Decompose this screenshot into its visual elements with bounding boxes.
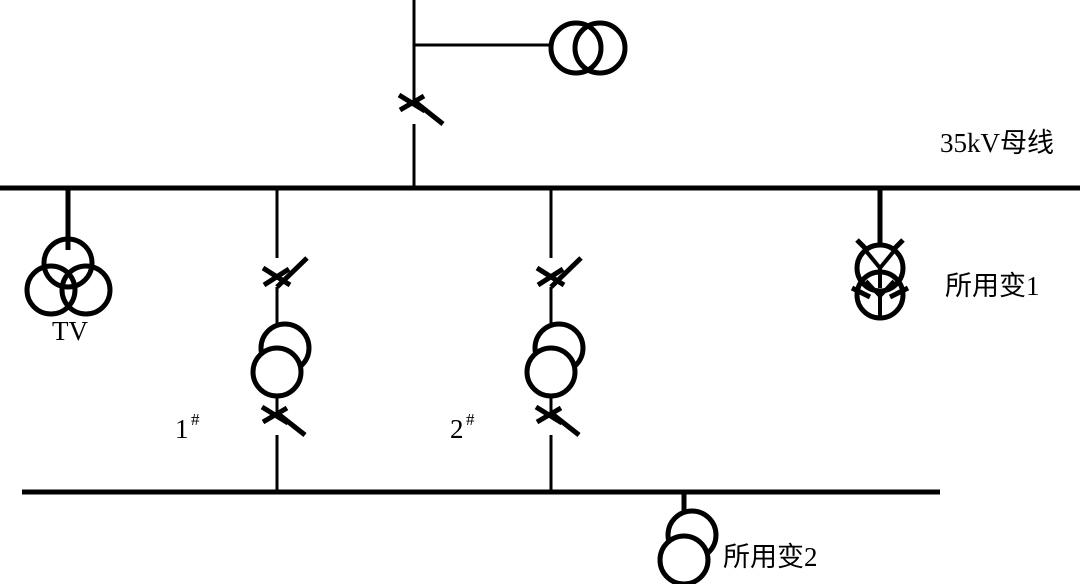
- wye-upper-left: [864, 249, 882, 270]
- label-station-transformer-1: 所用变1: [945, 271, 1040, 301]
- label-feeder-2-number: 2: [450, 414, 464, 444]
- voltage-transformer-icon: [24, 236, 113, 317]
- label-tv: TV: [52, 316, 88, 346]
- switch-cross-b: [536, 266, 565, 288]
- wye-lower-left: [864, 279, 882, 298]
- disconnect-switch-feeder-1-lower[interactable]: [260, 404, 307, 437]
- label-feeder-1-number: 1: [175, 414, 189, 444]
- feeder-2-branch: [524, 188, 586, 494]
- label-feeder-1: 1 #: [175, 410, 200, 444]
- disconnect-switch-feeder-2-upper[interactable]: [535, 256, 583, 289]
- wye-upper-right: [878, 249, 896, 270]
- switch-cross-b: [398, 93, 426, 113]
- disconnect-switch-incoming[interactable]: [397, 92, 445, 126]
- feeder-1-transformer-icon: [250, 321, 312, 399]
- disconnect-switch-feeder-1-upper[interactable]: [261, 256, 309, 289]
- station-transformer-1-branch: [850, 188, 910, 321]
- label-station-transformer-2: 所用变2: [723, 542, 818, 572]
- wye-lower-right: [878, 279, 896, 298]
- current-transformer-icon: [548, 20, 628, 76]
- feeder-1-branch: [250, 188, 312, 494]
- label-feeder-2: 2 #: [450, 410, 475, 444]
- station-transformer-2-branch: [657, 492, 719, 584]
- switch-cross-b: [261, 405, 289, 425]
- label-feeder-2-hash: #: [466, 410, 475, 429]
- station-transformer-2-icon: [657, 508, 719, 584]
- label-feeder-1-hash: #: [191, 410, 200, 429]
- station-transformer-1-icon: [850, 238, 910, 321]
- winding-tap-lr: [888, 285, 910, 300]
- switch-cross-b: [262, 266, 291, 288]
- disconnect-switch-feeder-2-lower[interactable]: [534, 404, 581, 437]
- voltage-transformer-branch: [24, 188, 113, 317]
- incoming-feeder-branch: [397, 0, 628, 190]
- switch-cross-b: [535, 405, 563, 425]
- feeder-2-transformer-icon: [524, 321, 586, 399]
- label-bus-35kv: 35kV母线: [940, 128, 1054, 158]
- winding-tap-ll: [850, 285, 872, 300]
